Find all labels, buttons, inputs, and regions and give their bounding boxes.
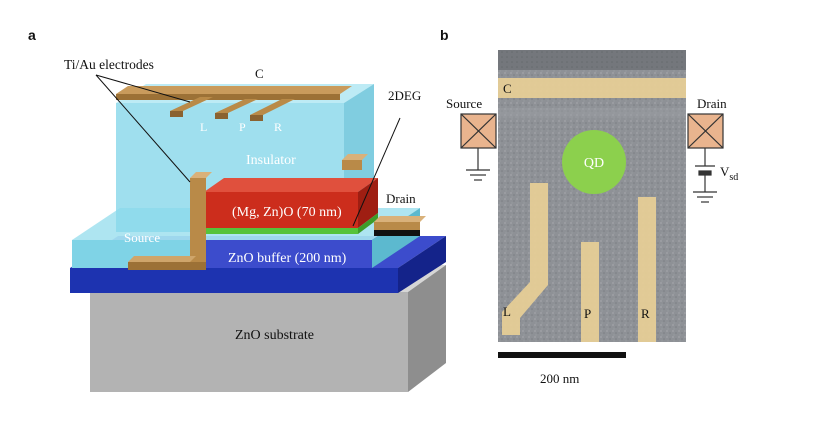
sem-gate-c — [498, 78, 686, 98]
callout-lines — [95, 74, 401, 227]
battery-icon — [695, 148, 715, 192]
gate-l-electrode — [170, 97, 213, 117]
gate-c-electrode — [116, 86, 352, 100]
sem-gate-r — [638, 197, 656, 342]
sem-label-r: R — [641, 306, 650, 321]
sem-label-c: C — [503, 81, 512, 96]
label-gate-r: R — [274, 120, 282, 134]
label-buffer: ZnO buffer (200 nm) — [228, 251, 347, 266]
source-ground-icon — [466, 148, 490, 181]
sem-gate-p — [581, 242, 599, 342]
label-substrate: ZnO substrate — [235, 328, 314, 343]
label-scale: 200 nm — [540, 371, 579, 386]
label-drain: Drain — [386, 191, 416, 206]
label-vsd-sub: sd — [729, 172, 738, 183]
label-b-drain: Drain — [697, 96, 727, 111]
label-vsd: Vsd — [720, 164, 738, 183]
drain-ground-icon — [693, 191, 717, 203]
drain-electrode — [342, 154, 426, 236]
panel-b: b QD C L P R — [440, 27, 738, 386]
label-2deg: 2DEG — [388, 88, 421, 103]
panel-a: a — [28, 27, 446, 392]
mgzno-layer — [204, 178, 378, 228]
gate-r-electrode — [250, 99, 295, 121]
label-source: Source — [124, 230, 160, 245]
label-mgzno: (Mg, Zn)O (70 nm) — [232, 205, 342, 220]
panel-a-letter: a — [28, 27, 36, 43]
source-contact — [460, 113, 497, 149]
scale-bar — [498, 352, 626, 358]
sem-gate-l — [502, 183, 548, 335]
label-gate-l: L — [200, 120, 207, 134]
panel-b-letter: b — [440, 27, 449, 43]
label-vsd-main: V — [720, 164, 730, 179]
gate-p-electrode — [215, 99, 258, 119]
sem-label-p: P — [584, 306, 591, 321]
twodeg-layer — [204, 213, 378, 234]
label-gate-c: C — [255, 66, 264, 81]
label-qd: QD — [584, 156, 604, 171]
label-insulator: Insulator — [246, 153, 296, 168]
sem-label-l: L — [503, 304, 511, 319]
quantum-dot — [562, 130, 626, 194]
label-gate-p: P — [239, 120, 246, 134]
label-electrodes: Ti/Au electrodes — [64, 57, 154, 72]
drain-contact — [687, 113, 724, 149]
label-b-source: Source — [446, 96, 482, 111]
source-electrode — [128, 172, 212, 270]
